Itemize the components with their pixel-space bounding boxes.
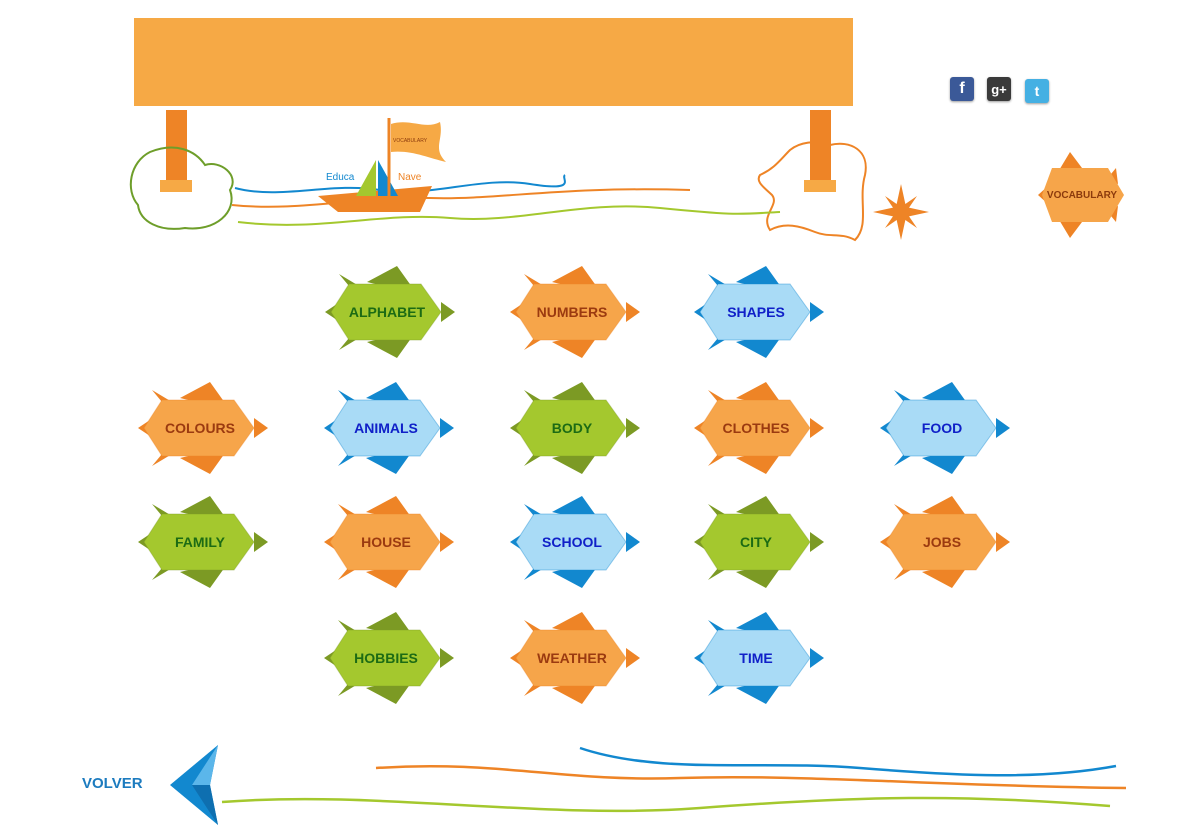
google-plus-glyph: g+ [991,81,1007,97]
turtle-icon [324,496,454,588]
topic-alphabet-label: ALPHABET [348,304,426,320]
wave-blue [234,174,566,194]
topic-jobs-button[interactable]: JOBS [880,494,1010,590]
turtle-icon [510,382,640,474]
boat-text-left: Educa [326,172,355,183]
header-banner [134,18,853,106]
topic-family-button[interactable]: FAMILY [138,494,268,590]
topic-animals-button[interactable]: ANIMALS [324,380,454,476]
topic-numbers-button[interactable]: NUMBERS [510,264,640,360]
banner-post-left-base [160,180,192,192]
topic-clothes-button[interactable]: CLOTHES [694,380,824,476]
topic-school-label: SCHOOL [542,534,602,550]
right-island [757,141,867,242]
banner-post-right-base [804,180,836,192]
compass-star-icon [873,184,929,240]
turtle-icon [694,382,824,474]
turtle-icon [324,382,454,474]
topic-colours-label: COLOURS [165,420,235,436]
topic-colours-button[interactable]: COLOURS [138,380,268,476]
topic-hobbies-button[interactable]: HOBBIES [324,610,454,706]
topic-weather-button[interactable]: WEATHER [510,610,640,706]
turtle-icon [138,496,268,588]
topic-house-button[interactable]: HOUSE [324,494,454,590]
facebook-icon[interactable]: f [950,77,974,101]
topic-weather-label: WEATHER [537,650,607,666]
footer-decoration [170,745,1127,825]
google-plus-icon[interactable]: g+ [987,77,1011,101]
turtle-icon [510,266,640,358]
topic-animals-label: ANIMALS [354,420,418,436]
wave-green [237,205,781,226]
topic-city-button[interactable]: CITY [694,494,824,590]
boat-hull [318,186,432,212]
topic-city-label: CITY [740,534,772,550]
boat-flag-text: VOCABULARY [393,138,428,144]
boat-sail-green [356,160,376,196]
left-island [129,146,234,230]
back-button[interactable]: VOLVER [82,775,143,792]
footer-wave-blue [579,746,1117,777]
turtle-icon [694,612,824,704]
vocabulary-button-label: VOCABULARY [1046,189,1118,201]
vocabulary-turtle-icon [1038,152,1124,238]
topic-house-label: HOUSE [361,534,411,550]
boat-flag [391,122,446,162]
topic-food-label: FOOD [921,420,963,436]
turtle-icon [510,496,640,588]
wave-orange [231,188,691,208]
facebook-glyph: f [959,80,965,97]
topic-body-button[interactable]: BODY [510,380,640,476]
topic-food-button[interactable]: FOOD [880,380,1010,476]
topic-shapes-label: SHAPES [727,304,785,320]
footer-wave-green [221,796,1111,813]
topic-time-button[interactable]: TIME [694,610,824,706]
turtle-icon [324,612,454,704]
header-decoration: VOCABULARY Educa Nave [129,110,929,242]
topic-jobs-label: JOBS [922,534,962,550]
topic-shapes-button[interactable]: SHAPES [694,264,824,360]
fish-icon[interactable] [170,745,218,825]
topic-family-label: FAMILY [174,534,226,550]
twitter-icon[interactable]: t [1025,79,1049,103]
topic-hobbies-label: HOBBIES [354,650,418,666]
topic-clothes-label: CLOTHES [722,420,790,436]
turtle-icon [325,266,455,358]
turtle-icon [138,382,268,474]
twitter-glyph: t [1034,83,1040,99]
turtle-icon [880,382,1010,474]
topic-numbers-label: NUMBERS [536,304,608,320]
turtle-icon [694,266,824,358]
turtle-icon [694,496,824,588]
banner-post-right [810,110,831,184]
topic-time-label: TIME [739,650,773,666]
vocabulary-button[interactable]: VOCABULARY [1030,150,1128,240]
topic-alphabet-button[interactable]: ALPHABET [325,264,455,360]
footer-wave-orange [375,764,1127,790]
topic-school-button[interactable]: SCHOOL [510,494,640,590]
turtle-icon [510,612,640,704]
boat-text-right: Nave [398,172,422,183]
turtle-icon [880,496,1010,588]
topic-body-label: BODY [551,420,593,436]
